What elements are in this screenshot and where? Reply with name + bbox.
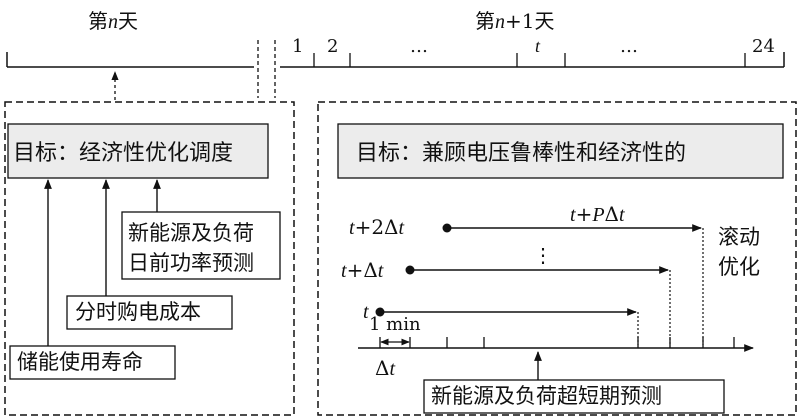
- one-minute-label: 1 min: [369, 314, 421, 335]
- vertical-ellipsis: ⋮: [533, 243, 553, 267]
- rolling-optimization-line-2: 优化: [718, 255, 760, 279]
- hour-label-2: 2: [327, 36, 338, 57]
- forecast-line-1: 新能源及负荷: [128, 221, 254, 245]
- intraday-rolling-panel: 目标：兼顾电压鲁棒性和经济性的 t+PΔt t+2Δt ⋮ t+Δt t 滚动 …: [317, 101, 797, 416]
- right-goal-text: 目标：兼顾电压鲁棒性和经济性的: [356, 141, 686, 166]
- day-ahead-scheduling-panel: 目标：经济性优化调度 新能源及负荷 日前功率预测 分时购电成本 储能使用寿命: [4, 101, 295, 416]
- ultra-short-forecast-text: 新能源及负荷超短期预测: [431, 384, 662, 408]
- panel-border: [4, 101, 295, 416]
- row-label-t-plus-2dt: t+2Δt: [349, 215, 405, 239]
- day-n-label: 第n天: [88, 9, 138, 33]
- hour-label-t: t: [535, 36, 541, 56]
- row-label-t: t: [363, 301, 369, 323]
- hour-label-1: 1: [292, 36, 303, 57]
- forecast-line-2: 日前功率预测: [128, 251, 254, 275]
- tou-cost-text: 分时购电成本: [75, 300, 201, 324]
- hour-label-24: 24: [752, 36, 775, 57]
- left-goal-text: 目标：经济性优化调度: [13, 141, 233, 166]
- row-label-t-plus-dt: t+Δt: [341, 258, 384, 282]
- left-goal-box: [7, 123, 269, 179]
- tou-cost-box: [66, 295, 233, 330]
- storage-life-text: 储能使用寿命: [17, 350, 143, 374]
- right-goal-box: [337, 123, 784, 179]
- ultra-short-forecast-box: [423, 379, 725, 414]
- hour-ellipsis: …: [620, 36, 638, 57]
- rolling-optimization-line-1: 滚动: [718, 225, 760, 249]
- day-timeline: 第n天 第n+1天 1 2 … t … 24: [6, 9, 785, 100]
- day-n-plus-1-label: 第n+1天: [475, 9, 554, 33]
- forecast-box: [121, 211, 281, 280]
- panel-border: [317, 101, 797, 416]
- horizon-label: t+PΔt: [570, 202, 625, 226]
- hour-ellipsis: …: [410, 36, 428, 57]
- storage-life-box: [9, 345, 176, 380]
- delta-t-label: Δt: [375, 356, 395, 380]
